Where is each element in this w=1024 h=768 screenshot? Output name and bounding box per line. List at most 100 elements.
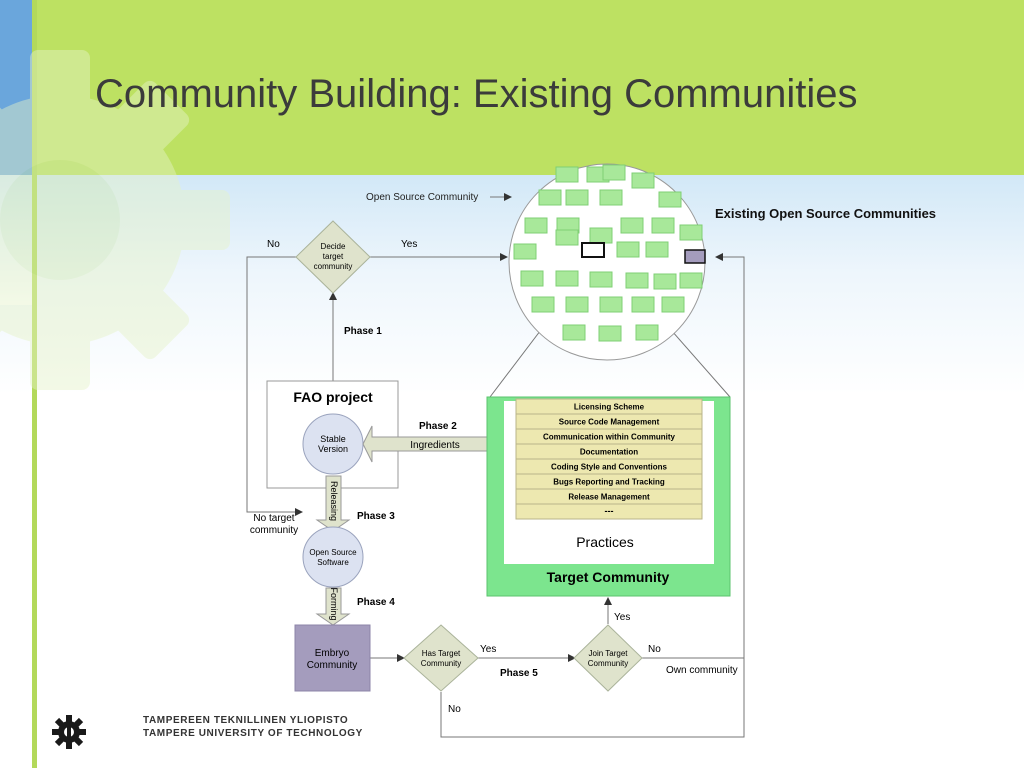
practice-label: Bugs Reporting and Tracking	[553, 478, 665, 487]
left-accent-fade	[0, 175, 32, 305]
community-member-box	[555, 270, 579, 287]
community-member-box	[661, 296, 685, 313]
header-band	[0, 0, 1024, 175]
community-member-box	[589, 227, 613, 244]
phase4-label: Phase 4	[357, 597, 395, 608]
logo-line-1: TAMPEREEN TEKNILLINEN YLIOPISTO	[143, 715, 349, 726]
join-no-label: No	[648, 644, 661, 655]
own-community-label: Own community	[666, 665, 738, 676]
decide-no-line	[246, 256, 303, 516]
practice-label: Source Code Management	[559, 418, 660, 427]
practice-label: Documentation	[580, 448, 638, 457]
community-member-box	[616, 241, 640, 258]
decide-target-community-node	[295, 220, 371, 294]
community-member-box	[598, 325, 622, 342]
decide-no-label: No	[267, 239, 280, 250]
community-members	[513, 164, 706, 342]
community-member-box	[631, 172, 655, 189]
community-member-box	[562, 324, 586, 341]
practice-label: Licensing Scheme	[574, 403, 645, 412]
practice-ellipsis: ---	[605, 506, 614, 516]
community-member-box	[625, 272, 649, 289]
oss-line-2: Software	[317, 558, 349, 567]
community-member-box	[679, 224, 703, 241]
community-member-box	[565, 189, 589, 206]
community-member-box	[635, 324, 659, 341]
logo-line-2: TAMPERE UNIVERSITY OF TECHNOLOGY	[143, 728, 363, 739]
community-member-box	[524, 217, 548, 234]
ingredients-arrow	[362, 425, 506, 463]
embryo-community-box-in-circle	[684, 249, 706, 264]
embryo-line-1: Embryo	[315, 648, 350, 659]
join-target-community-node	[573, 624, 643, 692]
phase1-label: Phase 1	[344, 326, 382, 337]
practices-label: Practices	[576, 534, 634, 550]
practice-label: Communication within Community	[543, 433, 676, 442]
embryo-community-box	[294, 624, 371, 692]
stable-line-1: Stable	[320, 434, 346, 444]
join-no-line	[642, 253, 745, 659]
left-green-stripe	[32, 0, 37, 768]
community-member-box	[538, 189, 562, 206]
no-target-line-2: community	[250, 525, 298, 536]
existing-communities-label: Existing Open Source Communities	[715, 206, 936, 221]
community-member-box	[599, 296, 623, 313]
practice-row-more	[515, 503, 703, 520]
oss-line-1: Open Source	[309, 548, 357, 557]
selected-community-box	[581, 242, 605, 258]
community-member-box	[631, 296, 655, 313]
community-member-box	[555, 229, 579, 246]
community-member-box	[651, 217, 675, 234]
community-member-box	[602, 164, 626, 181]
community-member-box	[653, 273, 677, 290]
no-target-line-1: No target	[253, 513, 294, 524]
community-member-box	[555, 166, 579, 183]
forming-arrow	[315, 587, 351, 626]
decide-line-2: target	[323, 252, 344, 261]
has-target-line-1: Has Target	[422, 649, 461, 658]
decide-line-1: Decide	[321, 242, 346, 251]
ingredients-label: Ingredients	[410, 440, 459, 451]
has-target-yes-label: Yes	[480, 644, 496, 655]
has-target-line-2: Community	[421, 659, 461, 668]
community-member-box	[645, 241, 669, 258]
osc-label: Open Source Community	[366, 192, 478, 203]
join-line-1: Join Target	[589, 649, 629, 658]
releasing-label: Releasing	[329, 481, 339, 521]
stable-line-2: Version	[318, 444, 348, 454]
community-member-box	[513, 243, 537, 260]
join-yes-label: Yes	[614, 612, 630, 623]
releasing-arrow	[315, 475, 351, 532]
practice-label: Release Management	[568, 493, 650, 502]
fao-project-title: FAO project	[293, 389, 373, 405]
decide-yes-label: Yes	[401, 239, 417, 250]
phase3-label: Phase 3	[357, 511, 395, 522]
phase5-label: Phase 5	[500, 668, 538, 679]
community-member-box	[620, 217, 644, 234]
community-member-box	[531, 296, 555, 313]
decide-line-3: community	[314, 262, 353, 271]
gear-watermark-icon	[0, 50, 230, 390]
forming-label: Forming	[329, 587, 339, 620]
tut-gear-icon	[52, 715, 86, 749]
community-member-box	[679, 272, 703, 289]
left-accent-bar	[0, 0, 32, 175]
join-line-2: Community	[588, 659, 628, 668]
tut-logo: TAMPEREEN TEKNILLINEN YLIOPISTO TAMPERE …	[48, 712, 362, 754]
practice-label: Coding Style and Conventions	[551, 463, 668, 472]
community-member-box	[565, 296, 589, 313]
has-target-community-node	[403, 624, 479, 692]
embryo-line-2: Community	[307, 660, 358, 671]
slide-title: Community Building: Existing Communities	[95, 72, 858, 116]
open-source-software-node	[302, 526, 364, 588]
community-member-box	[599, 189, 623, 206]
has-target-no-label: No	[448, 704, 461, 715]
has-target-no-line	[440, 658, 745, 738]
community-member-box	[520, 270, 544, 287]
target-community-label: Target Community	[547, 569, 670, 585]
community-member-box	[589, 271, 613, 288]
community-member-box	[658, 191, 682, 208]
phase2-label: Phase 2	[419, 421, 457, 432]
